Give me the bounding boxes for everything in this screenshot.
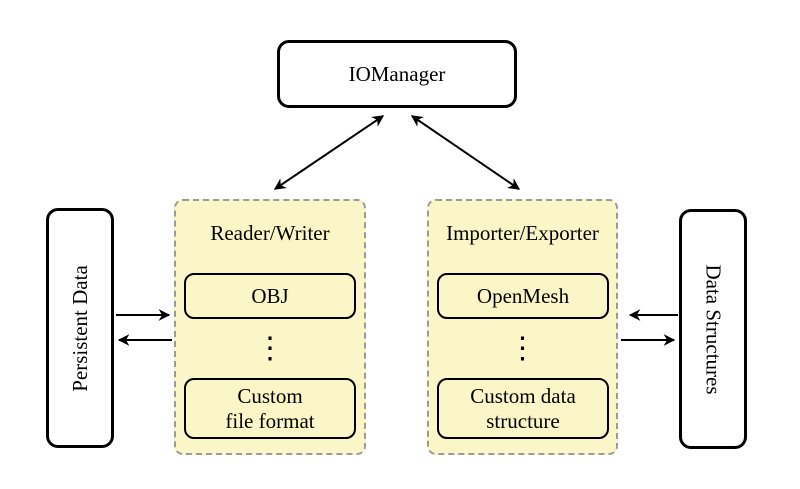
reader-writer-group: Reader/Writer OBJ ⋮ Custom file format (174, 199, 366, 455)
obj-node: OBJ (184, 273, 356, 319)
iomanager-node: IOManager (277, 40, 517, 108)
custom-data-structure-node: Custom data structure (437, 378, 609, 439)
reader-writer-title: Reader/Writer (210, 221, 330, 245)
custom-data-structure-line2: structure (486, 408, 560, 433)
vertical-ellipsis: ⋮ (507, 332, 538, 365)
custom-file-format-node: Custom file format (184, 378, 356, 439)
custom-data-structure-line1: Custom data (470, 383, 576, 408)
iomanager-label: IOManager (348, 61, 446, 86)
openmesh-label: OpenMesh (476, 283, 570, 308)
importer-exporter-title: Importer/Exporter (446, 221, 599, 245)
iomanager-importerexporter-arrow (410, 115, 521, 190)
openmesh-node: OpenMesh (437, 273, 609, 319)
vertical-ellipsis: ⋮ (255, 332, 285, 365)
custom-file-format-line2: file format (225, 408, 315, 433)
data-structures-label: Data Structures (701, 263, 726, 395)
persistent-data-label: Persistent Data (67, 264, 92, 392)
custom-file-format-line1: Custom (237, 383, 303, 408)
data-structures-node: Data Structures (679, 209, 747, 449)
importer-exporter-group: Importer/Exporter OpenMesh ⋮ Custom data… (427, 199, 618, 455)
obj-label: OBJ (251, 283, 289, 308)
iomanager-readerwriter-arrow (273, 115, 385, 190)
persistent-data-node: Persistent Data (46, 208, 114, 448)
